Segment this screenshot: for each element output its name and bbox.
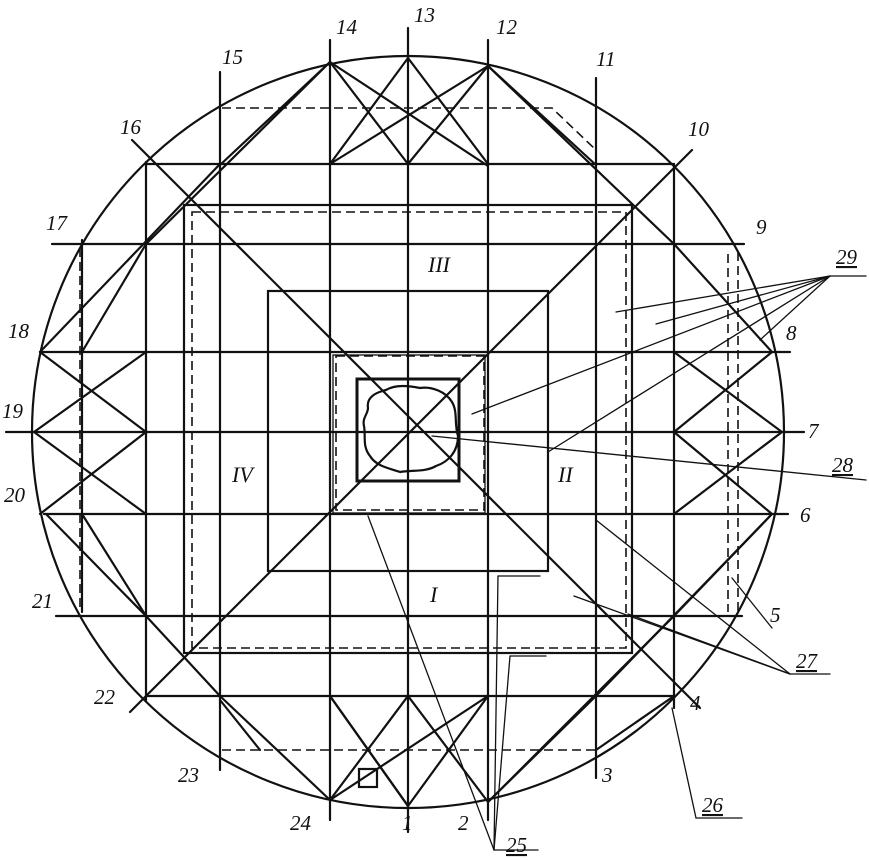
axis-label-12: 12 [496,15,518,39]
right-truss [594,242,784,698]
axis-label-5: 5 [770,603,781,627]
vertical-axes [80,26,676,834]
axis-label-21: 21 [32,589,53,613]
axis-label-9: 9 [756,215,767,239]
axis-label-19: 19 [2,399,24,423]
axis-label-14: 14 [336,15,358,39]
small-square-marker [357,767,379,789]
left-truss [32,162,222,618]
axis-label-24: 24 [290,811,312,835]
callout-27: 27 [796,649,819,673]
axis-label-10: 10 [688,117,710,141]
axis-label-2: 2 [458,811,469,835]
axis-label-23: 23 [178,763,199,787]
band-top-dashed [222,107,597,151]
axis-label-11: 11 [596,47,615,71]
diagonal-main-1 [130,138,702,710]
axis-label-4: 4 [690,691,701,715]
zone-label-1: I [429,582,439,607]
bottom-truss [144,614,676,808]
callout-26: 26 [702,793,724,817]
axis-label-1: 1 [402,811,413,835]
axis-label-18: 18 [8,319,30,343]
callout-29: 29 [836,245,858,269]
top-truss [144,56,676,246]
zone-label-3: III [427,252,452,277]
axis-label-16: 16 [120,115,142,139]
axis-label-17: 17 [46,211,69,235]
axis-label-3: 3 [601,763,613,787]
axis-label-6: 6 [800,503,811,527]
axis-label-20: 20 [4,483,26,507]
callout-25: 25 [506,833,527,857]
horizontal-axes [4,162,806,698]
central-opening [362,384,460,474]
axis-label-15: 15 [222,45,243,69]
axis-label-8: 8 [786,321,797,345]
callout-28: 28 [832,453,854,477]
zone-label-4: IV [231,462,255,487]
axis-label-13: 13 [414,3,435,27]
zone-label-2: II [557,462,574,487]
axis-label-22: 22 [94,685,116,709]
axis-label-7: 7 [808,419,820,443]
leader-lines [367,275,867,851]
